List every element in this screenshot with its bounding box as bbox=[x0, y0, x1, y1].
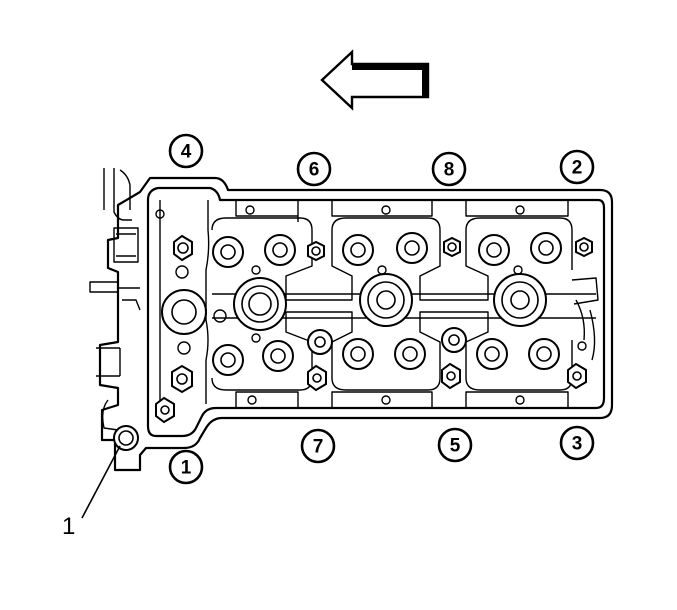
oil-passage bbox=[307, 329, 333, 355]
spark-plug-tower bbox=[493, 273, 547, 327]
bearing-cap-bolt bbox=[212, 236, 244, 268]
cover-stud bbox=[575, 236, 593, 258]
callout-leader-line bbox=[81, 445, 121, 519]
sequence-number-4: 4 bbox=[168, 133, 204, 169]
cover-stud bbox=[567, 362, 587, 390]
svg-text:4: 4 bbox=[181, 142, 192, 163]
sequence-number-7: 7 bbox=[300, 428, 336, 464]
sequence-number-5: 5 bbox=[437, 427, 473, 463]
cover-stud bbox=[171, 364, 193, 394]
spark-plug-tower bbox=[161, 289, 207, 335]
cover-stud bbox=[441, 362, 461, 390]
cover-stud bbox=[155, 396, 175, 424]
oil-passage bbox=[441, 327, 467, 353]
bearing-cap-bolt bbox=[478, 234, 510, 266]
bearing-cap-bolt bbox=[212, 344, 244, 376]
spark-plug-tower bbox=[359, 273, 413, 327]
svg-text:3: 3 bbox=[572, 434, 583, 455]
sequence-number-8: 8 bbox=[431, 151, 467, 187]
cover-stud bbox=[307, 364, 327, 392]
svg-text:2: 2 bbox=[572, 158, 583, 179]
callout-bolt bbox=[113, 425, 139, 451]
sequence-number-6: 6 bbox=[296, 151, 332, 187]
svg-text:7: 7 bbox=[313, 437, 324, 458]
svg-text:8: 8 bbox=[444, 160, 455, 181]
cover-stud bbox=[307, 240, 325, 262]
bearing-cap-bolt bbox=[476, 338, 508, 370]
sequence-number-3: 3 bbox=[559, 425, 595, 461]
cover-stud bbox=[443, 236, 461, 258]
sequence-number-2: 2 bbox=[559, 149, 595, 185]
spark-plug-tower bbox=[233, 277, 287, 331]
bearing-cap-bolt bbox=[396, 232, 428, 264]
sequence-number-1: 1 bbox=[168, 449, 204, 485]
small-hole bbox=[155, 205, 587, 405]
svg-text:5: 5 bbox=[450, 436, 461, 457]
cover-stud bbox=[173, 234, 193, 262]
left-arrow-icon bbox=[320, 49, 430, 111]
bearing-cap-bolt bbox=[342, 234, 374, 266]
callout-label: 1 bbox=[62, 513, 75, 540]
bearing-cap-bolt bbox=[262, 340, 294, 372]
svg-text:1: 1 bbox=[181, 458, 192, 479]
bearing-cap-bolt bbox=[394, 338, 426, 370]
bearing-cap-bolt bbox=[342, 338, 374, 370]
bearing-cap-bolt bbox=[530, 232, 562, 264]
bearing-cap-bolt bbox=[264, 234, 296, 266]
bearing-cap-bolt bbox=[528, 338, 560, 370]
svg-text:6: 6 bbox=[309, 160, 320, 181]
